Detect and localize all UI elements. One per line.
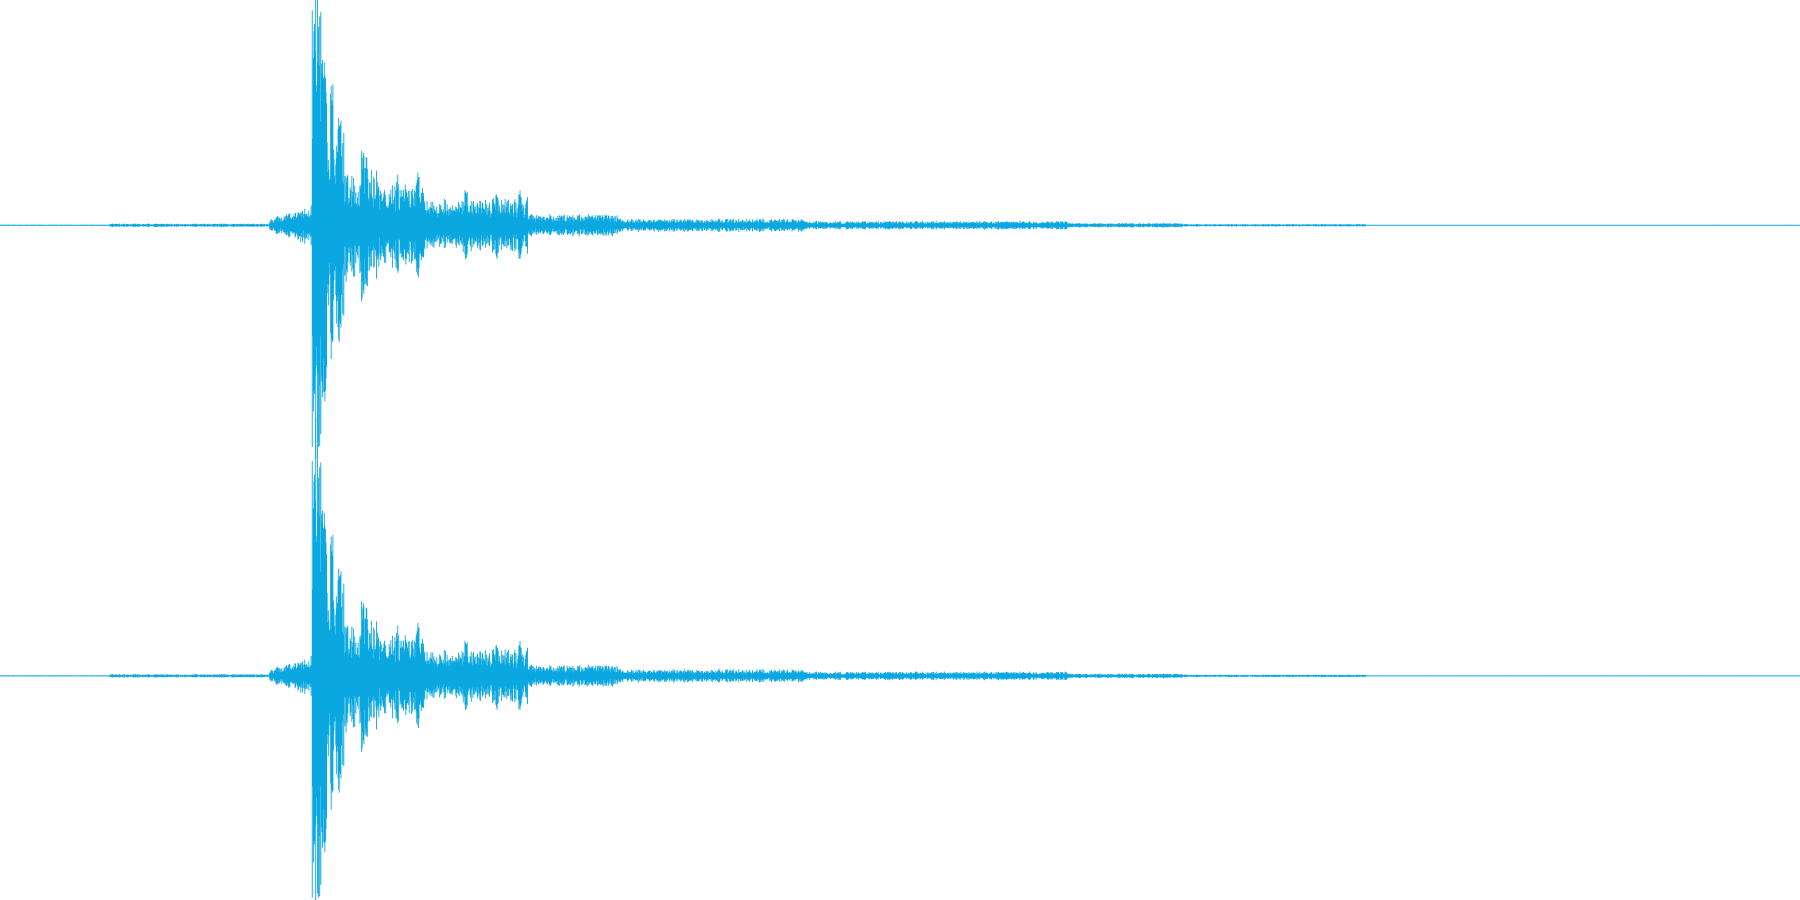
waveform-channel-right bbox=[0, 416, 1800, 900]
waveform-trace bbox=[0, 416, 1800, 900]
waveform-channel-left bbox=[0, 0, 1800, 460]
waveform-trace bbox=[0, 0, 1800, 460]
